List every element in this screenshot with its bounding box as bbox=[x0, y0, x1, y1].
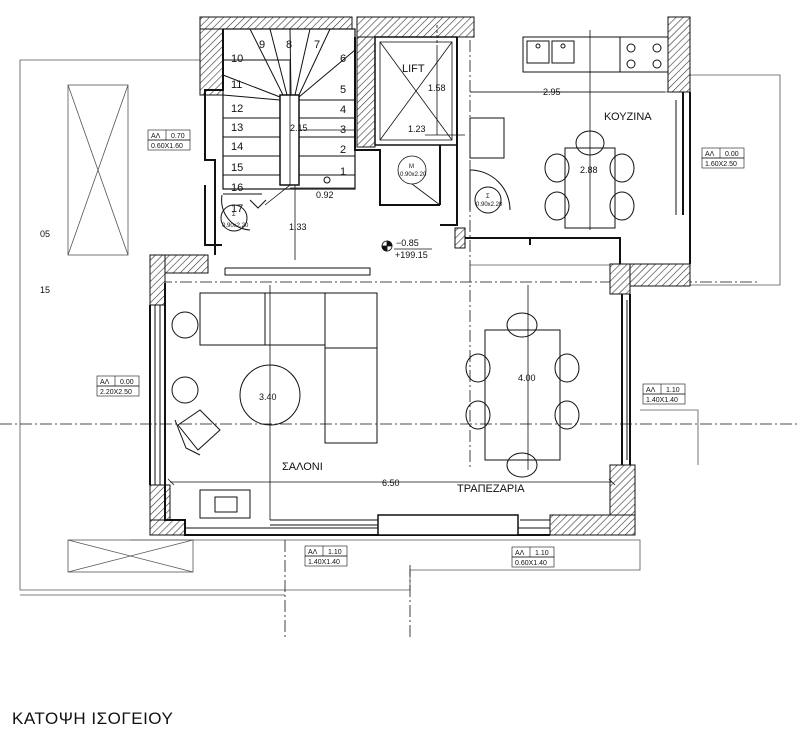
elevation-marker bbox=[381, 240, 432, 252]
dimension-lines bbox=[167, 30, 665, 520]
doors bbox=[220, 169, 511, 232]
stair-step: 15 bbox=[231, 162, 243, 174]
lift-shaft bbox=[379, 25, 453, 206]
dim-kitchen-width: 2.95 bbox=[543, 87, 561, 97]
kitchen-label: ΚΟΥΖΙΝΑ bbox=[604, 111, 652, 123]
window-sill: 1.10 bbox=[666, 387, 680, 394]
window-size: 1.40X1.40 bbox=[646, 397, 678, 404]
stair-step: 2 bbox=[340, 144, 346, 156]
window-tag-labels: ΑΛ 0.70 0.60X1.60 ΑΛ 0.00 1.60X2.50 ΑΛ 0… bbox=[100, 133, 739, 567]
stair-step: 14 bbox=[231, 141, 243, 153]
window-size: 1.60X2.50 bbox=[705, 161, 737, 168]
stair-step: 1 bbox=[340, 166, 346, 178]
stair-step: 12 bbox=[231, 103, 243, 115]
lift-label: LIFT bbox=[402, 63, 425, 75]
stair-step: 4 bbox=[340, 104, 346, 116]
living-room-label: ΣΑΛΟΝΙ bbox=[282, 461, 323, 473]
stair-step: 8 bbox=[286, 39, 292, 51]
window-size: 2.20X2.50 bbox=[100, 389, 132, 396]
window-sill: 1.10 bbox=[328, 549, 342, 556]
stair-step-numbers: 1 2 3 4 5 6 7 8 9 10 11 12 13 14 15 16 1… bbox=[231, 39, 346, 215]
dim-stair-width: 2.15 bbox=[290, 123, 308, 133]
margin-mark: 15 bbox=[40, 285, 50, 295]
dim-lift-width: 1.23 bbox=[408, 124, 426, 134]
stair-door-size: 0.90x2.20 bbox=[222, 223, 249, 229]
living-furniture bbox=[171, 292, 378, 519]
lift-door-code: M bbox=[409, 164, 414, 170]
stair-step: 11 bbox=[231, 79, 242, 91]
window-sill: 0.00 bbox=[725, 151, 739, 158]
structural-columns bbox=[149, 16, 691, 536]
dim-living-height: 3.40 bbox=[259, 392, 277, 402]
window-code: ΑΛ bbox=[151, 133, 161, 140]
stair-step: 10 bbox=[231, 53, 243, 65]
stair-step: 9 bbox=[259, 39, 265, 51]
dim-total-width: 6.50 bbox=[382, 478, 400, 488]
drawing-title: ΚΑΤΟΨΗ ΙΣΟΓΕΙΟΥ bbox=[12, 709, 174, 728]
stair-step: 13 bbox=[231, 122, 243, 134]
stair-door-code: Σ bbox=[232, 212, 236, 218]
margin-mark: 05 bbox=[40, 229, 50, 239]
window-code: ΑΛ bbox=[308, 549, 318, 556]
kitchen-door-size: 0.90x2.20 bbox=[476, 202, 503, 208]
window-code: ΑΛ bbox=[515, 550, 525, 557]
window-size: 0.60X1.60 bbox=[151, 143, 183, 150]
elevation-absolute: +199.15 bbox=[395, 250, 428, 260]
window-sill: 0.70 bbox=[171, 133, 185, 140]
elevation-relative: −0.85 bbox=[396, 238, 419, 248]
window-code: ΑΛ bbox=[646, 387, 656, 394]
stair-step: 6 bbox=[340, 53, 346, 65]
window-code: ΑΛ bbox=[705, 151, 715, 158]
window-tags bbox=[96, 129, 745, 568]
window-sill: 1.10 bbox=[535, 550, 549, 557]
staircase bbox=[222, 28, 356, 206]
window-size: 1.40X1.40 bbox=[308, 559, 340, 566]
kitchen-door-code: Σ bbox=[486, 194, 490, 200]
walls bbox=[149, 29, 691, 536]
dining-room-label: ΤΡΑΠΕΖΑΡΙΑ bbox=[457, 483, 525, 495]
stair-step: 7 bbox=[314, 39, 320, 51]
dim-dining-height: 4.00 bbox=[518, 373, 536, 383]
dim-kitchen-height: 2.88 bbox=[580, 165, 598, 175]
dining-furniture bbox=[465, 312, 580, 478]
window-size: 0.60X1.40 bbox=[515, 560, 547, 567]
dim-lift-height: 1.58 bbox=[428, 83, 446, 93]
kitchen-fixtures bbox=[469, 36, 669, 229]
window-sill: 0.00 bbox=[120, 379, 134, 386]
dim-stair-landing: 0.92 bbox=[316, 190, 334, 200]
lift-door-size: 0.90x2.20 bbox=[400, 172, 427, 178]
dim-hall-height: 1.33 bbox=[289, 222, 307, 232]
stair-step: 17 bbox=[231, 203, 243, 215]
stair-step: 16 bbox=[231, 182, 243, 194]
window-openings bbox=[154, 100, 677, 536]
window-code: ΑΛ bbox=[100, 379, 110, 386]
stair-step: 5 bbox=[340, 84, 346, 96]
